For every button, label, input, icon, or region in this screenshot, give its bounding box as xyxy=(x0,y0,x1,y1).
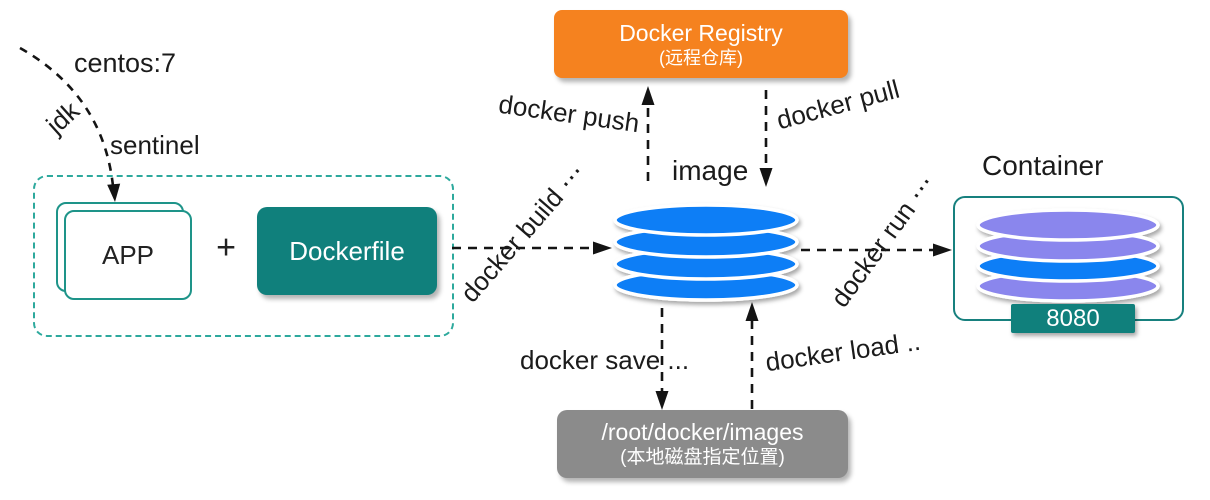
arrowhead-run xyxy=(933,243,952,257)
container-disk-stack xyxy=(976,208,1160,303)
label-centos7: centos:7 xyxy=(74,48,177,78)
arrow-base-image-curve xyxy=(19,46,115,187)
label-sentinel: sentinel xyxy=(110,130,200,160)
label-container: Container xyxy=(982,150,1104,181)
label-image: image xyxy=(672,155,749,186)
arrowhead-push xyxy=(641,86,655,105)
arrowhead-build xyxy=(593,241,612,255)
label-docker-save: docker save ... xyxy=(520,345,690,375)
arrowhead-pull xyxy=(759,168,773,187)
plus-sign: + xyxy=(216,228,236,267)
arrowhead-load xyxy=(745,302,759,321)
port-8080-box: 8080 xyxy=(1011,304,1135,333)
storage-subtitle: (本地磁盘指定位置) xyxy=(620,446,785,468)
app-box: APP xyxy=(64,210,192,300)
arrowhead-base-image xyxy=(107,183,121,202)
docker-registry-box: Docker Registry (远程仓库) xyxy=(554,10,848,78)
arrowhead-save xyxy=(655,391,669,410)
dockerfile-label: Dockerfile xyxy=(289,235,405,266)
port-label: 8080 xyxy=(1046,304,1100,332)
storage-path: /root/docker/images xyxy=(601,418,804,445)
build-context-group-box xyxy=(33,175,454,337)
app-label: APP xyxy=(101,239,155,270)
container-disk-1 xyxy=(976,208,1160,242)
registry-subtitle: (远程仓库) xyxy=(659,47,743,68)
image-disk-1 xyxy=(613,203,799,237)
registry-title: Docker Registry xyxy=(619,19,783,46)
image-disk-stack xyxy=(613,203,799,302)
local-storage-box: /root/docker/images (本地磁盘指定位置) xyxy=(557,410,848,478)
dockerfile-box: Dockerfile xyxy=(257,207,437,295)
